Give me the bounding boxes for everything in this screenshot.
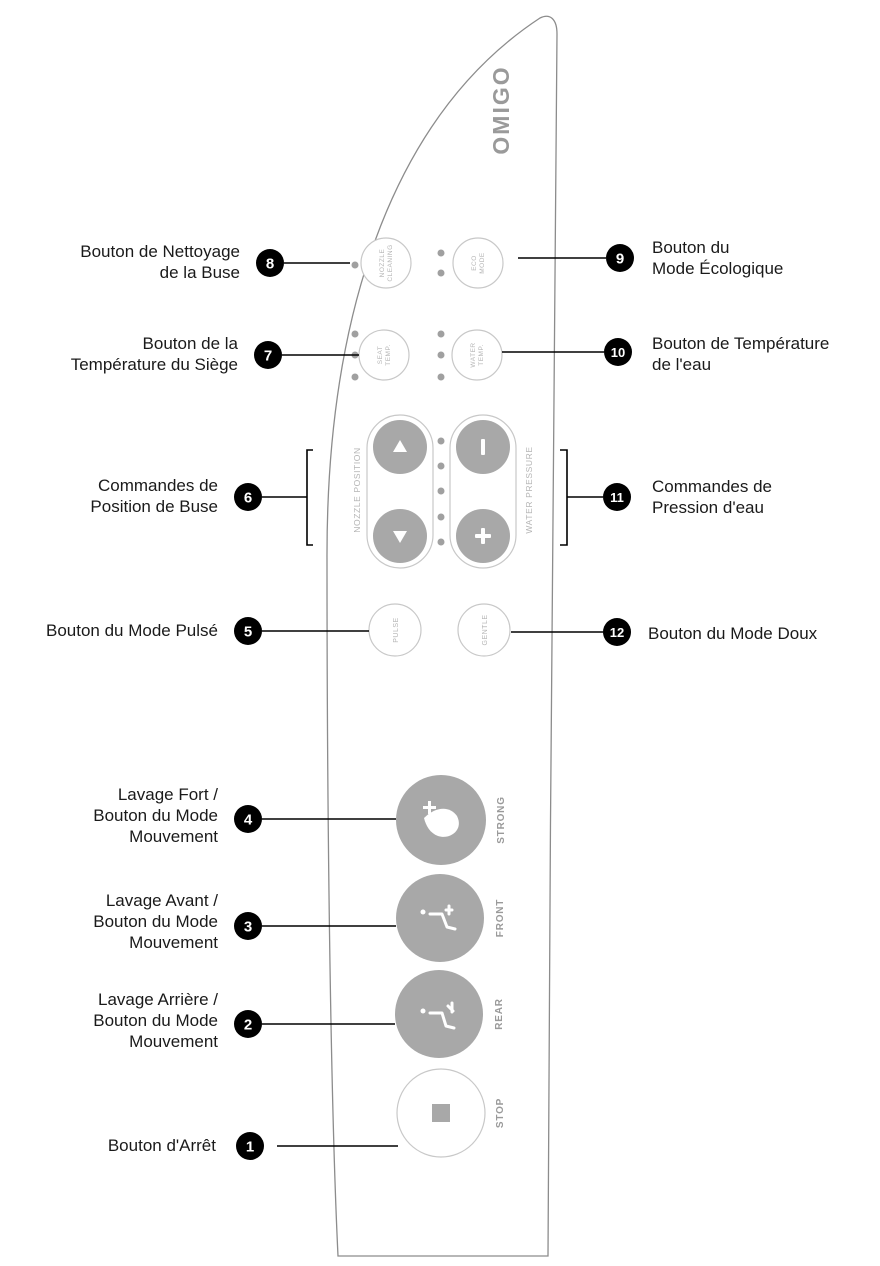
indicator-dot bbox=[437, 513, 445, 521]
indicator-dot bbox=[437, 487, 445, 495]
label-nozzle-cleaning: Bouton de Nettoyage de la Buse bbox=[80, 242, 240, 282]
logo-text: OMIGO bbox=[488, 65, 514, 154]
triangle-down-icon bbox=[393, 531, 407, 543]
callout-4-num: 4 bbox=[244, 812, 253, 829]
plus-icon bbox=[475, 528, 491, 544]
callout-6: 6 bbox=[234, 483, 262, 511]
nozzle-up-button[interactable] bbox=[373, 420, 427, 474]
label-front-wash: Lavage Avant / Bouton du Mode Mouvement bbox=[93, 891, 218, 952]
callout-11-num: 11 bbox=[610, 490, 624, 505]
label-nozzle-position: Commandes de Position de Buse bbox=[90, 476, 218, 516]
indicator-dot bbox=[437, 373, 445, 381]
rear-wash-icon bbox=[420, 1001, 456, 1030]
water-temp-label-2: TEMP. bbox=[478, 344, 485, 366]
callout-9-num: 9 bbox=[616, 251, 624, 268]
strong-button[interactable] bbox=[396, 775, 486, 865]
callout-10: 10 bbox=[604, 338, 632, 366]
seat-temp-button[interactable]: SEAT TEMP. bbox=[358, 329, 410, 381]
callout-8: 8 bbox=[256, 249, 284, 277]
indicator-dot bbox=[437, 462, 445, 470]
eco-mode-label-1: ECO bbox=[471, 255, 478, 271]
front-label: FRONT bbox=[495, 899, 506, 937]
callout-2: 2 bbox=[234, 1010, 262, 1038]
bracket-water-pressure bbox=[560, 449, 568, 546]
indicator-dot bbox=[437, 269, 445, 277]
indicator-dot bbox=[351, 330, 359, 338]
label-rear-wash: Lavage Arrière / Bouton du Mode Mouvemen… bbox=[93, 990, 218, 1051]
stop-button[interactable] bbox=[396, 1068, 486, 1158]
rear-button[interactable] bbox=[395, 970, 483, 1058]
label-gentle-mode: Bouton du Mode Doux bbox=[648, 624, 818, 643]
callout-3: 3 bbox=[234, 912, 262, 940]
callout-12-num: 12 bbox=[610, 625, 624, 640]
nozzle-cleaning-label-2: CLEANING bbox=[387, 244, 394, 281]
seat-temp-label-1: SEAT bbox=[377, 346, 384, 365]
water-temp-button[interactable]: WATER TEMP. bbox=[451, 329, 503, 381]
callout-7-num: 7 bbox=[264, 348, 272, 365]
pulse-label: PULSE bbox=[393, 617, 400, 642]
pulse-button[interactable]: PULSE bbox=[368, 603, 422, 657]
pressure-plus-button[interactable] bbox=[456, 509, 510, 563]
nozzle-cleaning-label-1: NOZZLE bbox=[379, 249, 386, 278]
callout-12: 12 bbox=[603, 618, 631, 646]
label-strong-wash: Lavage Fort / Bouton du Mode Mouvement bbox=[93, 785, 218, 846]
indicator-dot bbox=[437, 351, 445, 359]
label-eco-mode: Bouton du Mode Écologique bbox=[652, 238, 784, 278]
callout-8-num: 8 bbox=[266, 256, 274, 273]
water-drop-plus-icon bbox=[423, 801, 459, 837]
remote-body bbox=[326, 15, 558, 1257]
callout-4: 4 bbox=[234, 805, 262, 833]
rear-label: REAR bbox=[494, 998, 505, 1030]
stop-label: STOP bbox=[495, 1098, 506, 1128]
front-button[interactable] bbox=[396, 874, 484, 962]
callout-2-num: 2 bbox=[244, 1017, 252, 1034]
callout-5-num: 5 bbox=[244, 624, 252, 641]
indicator-dot bbox=[437, 249, 445, 257]
eco-mode-button[interactable]: ECO MODE bbox=[452, 237, 504, 289]
callout-10-num: 10 bbox=[611, 345, 625, 360]
callout-9: 9 bbox=[606, 244, 634, 272]
nozzle-cleaning-button[interactable]: NOZZLE CLEANING bbox=[360, 237, 412, 289]
water-pressure-label: WATER PRESSURE bbox=[524, 446, 534, 533]
gentle-label: GENTLE bbox=[482, 614, 489, 645]
label-seat-temp: Bouton de la Température du Siège bbox=[70, 334, 238, 374]
stop-square-icon bbox=[432, 1104, 450, 1122]
callout-7: 7 bbox=[254, 341, 282, 369]
indicator-dot bbox=[437, 538, 445, 546]
bracket-nozzle-position bbox=[306, 449, 313, 546]
strong-label: STRONG bbox=[496, 796, 507, 844]
nozzle-down-button[interactable] bbox=[373, 509, 427, 563]
label-water-temp: Bouton de Température de l'eau bbox=[652, 334, 830, 374]
callout-3-num: 3 bbox=[244, 919, 252, 936]
indicator-dot bbox=[351, 373, 359, 381]
leader-lines bbox=[262, 257, 606, 1147]
seat-temp-label-2: TEMP. bbox=[385, 344, 392, 366]
triangle-up-icon bbox=[393, 440, 407, 452]
indicator-dot bbox=[351, 261, 359, 269]
callout-5: 5 bbox=[234, 617, 262, 645]
eco-mode-label-2: MODE bbox=[479, 252, 486, 274]
callout-11: 11 bbox=[603, 483, 631, 511]
label-water-pressure: Commandes de Pression d'eau bbox=[652, 477, 773, 517]
indicator-dot bbox=[437, 330, 445, 338]
nozzle-position-label: NOZZLE POSITION bbox=[352, 447, 362, 533]
label-stop: Bouton d'Arrêt bbox=[107, 1136, 216, 1155]
water-temp-label-1: WATER bbox=[470, 342, 477, 367]
omigo-logo: OMIGO bbox=[488, 65, 514, 154]
callout-1-num: 1 bbox=[246, 1139, 254, 1156]
callout-1: 1 bbox=[236, 1132, 264, 1160]
front-wash-icon bbox=[420, 904, 457, 931]
pressure-minus-button[interactable] bbox=[456, 420, 510, 474]
minus-icon bbox=[481, 439, 485, 455]
callout-6-num: 6 bbox=[244, 490, 252, 507]
label-pulse-mode: Bouton du Mode Pulsé bbox=[45, 621, 218, 640]
indicator-dot bbox=[437, 437, 445, 445]
gentle-button[interactable]: GENTLE bbox=[457, 603, 511, 657]
